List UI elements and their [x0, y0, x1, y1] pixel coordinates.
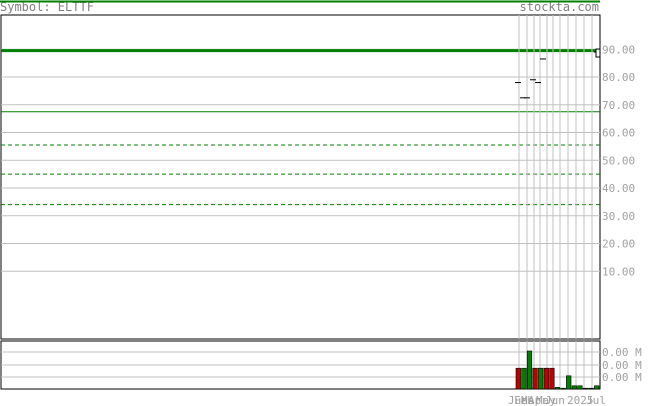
x-tick-label: May [536, 394, 556, 406]
volume-bar [582, 387, 589, 390]
symbol-label: Symbol: ELTTF [0, 0, 94, 14]
price-candle [595, 48, 601, 58]
x-tick-label: Jun [508, 394, 528, 406]
volume-bar [560, 387, 566, 390]
price-tick-label: 30.00 [602, 210, 635, 223]
volume-bar [526, 350, 533, 390]
volume-bar [521, 367, 527, 390]
x-tick-label: 2025 [567, 394, 594, 406]
site-label[interactable]: stockta.com [520, 0, 599, 14]
price-tick-label: 80.00 [602, 71, 635, 84]
price-tick-label: 60.00 [602, 127, 635, 140]
volume-bar [549, 367, 555, 390]
volume-bar [566, 375, 572, 390]
volume-bar [554, 387, 561, 390]
volume-bar [515, 367, 521, 390]
x-tick-label: Jun [545, 394, 565, 406]
volume-bar [538, 367, 544, 390]
volume-tick-label: 0.00 M [602, 371, 642, 384]
price-tick-label: 90.00 [602, 43, 635, 56]
price-tick-label: 40.00 [602, 182, 635, 195]
x-tick-label: Mar [521, 394, 541, 406]
price-tick-label: 70.00 [602, 99, 635, 112]
volume-tick-label: 0.00 M [602, 346, 642, 359]
volume-tick-label: 0.00 M [602, 359, 642, 372]
price-tick-label: 50.00 [602, 154, 635, 167]
volume-bar [594, 385, 600, 390]
volume-bar [588, 387, 594, 390]
x-tick-label: Feb [514, 394, 534, 406]
price-tick-label: 10.00 [602, 265, 635, 278]
volume-panel: 0.00 M0.00 M0.00 M [0, 340, 642, 390]
price-panel: 10.00 20.00 30.00 40.00 50.00 60.00 70.00 80.00… [0, 14, 635, 340]
x-tick-label: Jul [586, 394, 606, 406]
price-tick-label: 20.00 [602, 238, 635, 251]
price-plot-frame [0, 14, 601, 340]
x-tick-label: Apr [528, 394, 548, 406]
volume-bar [571, 385, 577, 390]
volume-bar [577, 385, 583, 390]
volume-bar [543, 367, 549, 390]
volume-bar [532, 367, 538, 390]
